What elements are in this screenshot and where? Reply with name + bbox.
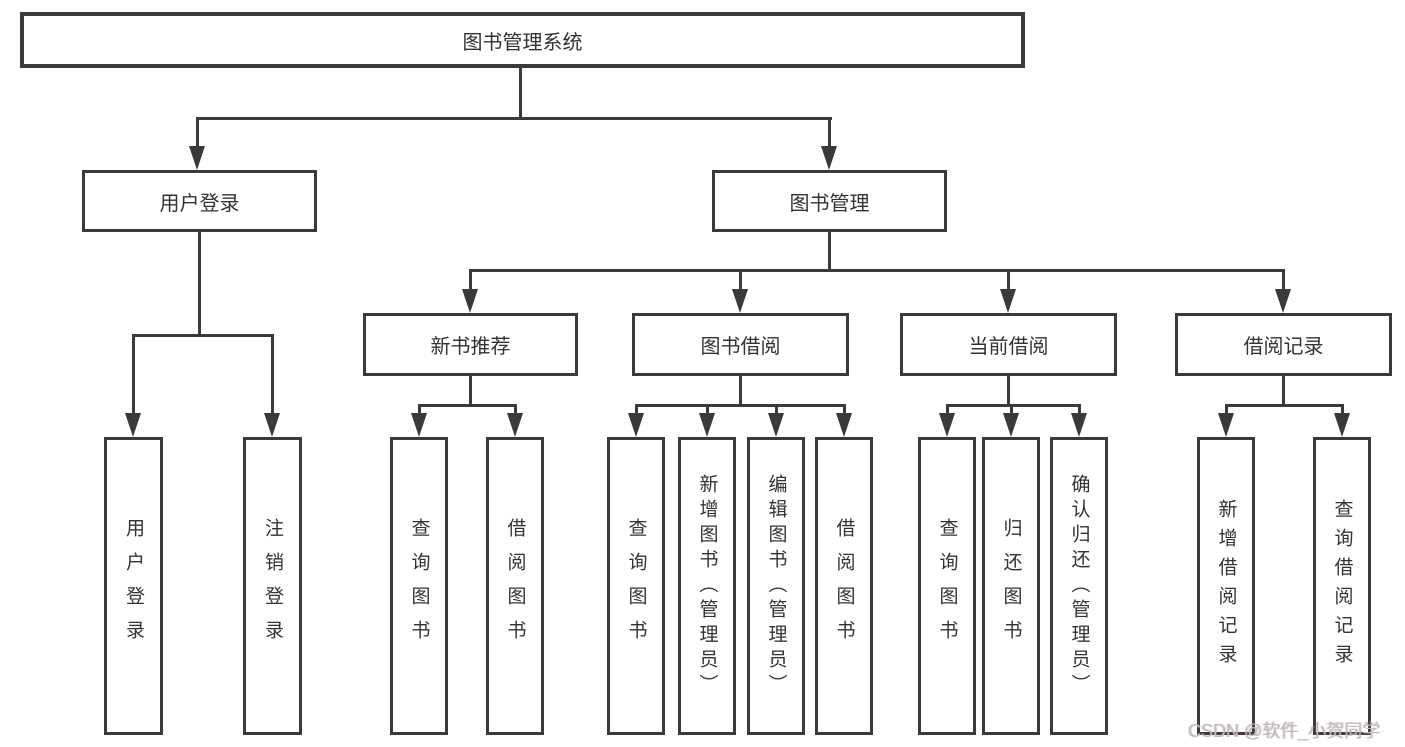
node-label: 借阅图书	[504, 518, 526, 654]
connector-line-horizontal	[1224, 403, 1344, 407]
arrowhead-down-icon	[628, 413, 644, 437]
node-label: 查询图书	[625, 518, 647, 654]
connector-line-vertical	[1077, 405, 1081, 419]
leaf-add-books-admin: 新增图书（管理员）	[678, 437, 736, 735]
connector-line-vertical	[945, 405, 949, 419]
csdn-watermark: CSDN @软件_小贺同学	[1188, 721, 1381, 741]
connector-line-horizontal	[195, 116, 832, 120]
arrowhead-down-icon	[264, 413, 280, 437]
connector-line-vertical	[195, 118, 199, 152]
connector-line-vertical	[270, 335, 274, 417]
node-label: 借阅记录	[1243, 336, 1324, 358]
connector-line-horizontal	[417, 403, 517, 407]
connector-line-vertical	[468, 376, 472, 405]
node-label: 新增图书（管理员）	[696, 473, 718, 699]
leaf-query-books-borrowing: 查询图书	[607, 437, 665, 735]
connector-line-vertical	[738, 376, 742, 405]
leaf-confirm-return-admin: 确认归还（管理员）	[1050, 437, 1108, 735]
leaf-user-login: 用户登录	[104, 437, 163, 735]
leaf-borrow-books-recommend: 借阅图书	[486, 437, 544, 735]
node-label: 查询图书	[936, 518, 958, 654]
connector-line-vertical	[417, 405, 421, 419]
node-label: 编辑图书（管理员）	[765, 473, 787, 699]
arrowhead-down-icon	[189, 146, 205, 170]
connector-line-vertical	[1224, 405, 1228, 419]
node-label: 当前借阅	[968, 336, 1049, 358]
leaf-query-books-recommend: 查询图书	[390, 437, 448, 735]
arrowhead-down-icon	[1334, 413, 1350, 437]
node-label: 借阅图书	[833, 518, 855, 654]
connector-line-vertical	[1281, 376, 1285, 405]
node-book-management: 图书管理	[712, 170, 947, 232]
connector-line-vertical	[738, 270, 742, 295]
connector-line-vertical	[513, 405, 517, 419]
arrowhead-down-icon	[507, 413, 523, 437]
connector-line-vertical	[827, 232, 831, 270]
arrowhead-down-icon	[1275, 289, 1291, 313]
arrowhead-down-icon	[939, 413, 955, 437]
node-borrow-records: 借阅记录	[1175, 313, 1392, 376]
connector-line-vertical	[634, 405, 638, 419]
connector-line-vertical	[1006, 270, 1010, 295]
connector-line-horizontal	[634, 403, 846, 407]
node-label: 图书借阅	[700, 336, 781, 358]
node-label: 新增借阅记录	[1215, 499, 1237, 673]
node-book-borrowing: 图书借阅	[632, 313, 849, 376]
connector-line-vertical	[842, 405, 846, 419]
connector-line-vertical	[705, 405, 709, 419]
arrowhead-down-icon	[1218, 413, 1234, 437]
leaf-borrow-books: 借阅图书	[815, 437, 873, 735]
leaf-query-books-current: 查询图书	[918, 437, 976, 735]
connector-line-vertical	[131, 335, 135, 417]
connector-line-vertical	[1009, 405, 1013, 419]
arrowhead-down-icon	[732, 289, 748, 313]
connector-line-vertical	[1340, 405, 1344, 419]
node-label: 查询借阅记录	[1331, 499, 1353, 673]
arrowhead-down-icon	[462, 289, 478, 313]
leaf-return-books: 归还图书	[982, 437, 1040, 735]
node-label: 图书管理	[789, 192, 870, 215]
arrowhead-down-icon	[836, 413, 852, 437]
node-system-root: 图书管理系统	[20, 12, 1025, 68]
node-label: 注销登录	[262, 518, 283, 654]
node-label: 确认归还（管理员）	[1068, 473, 1090, 699]
connector-line-horizontal	[468, 268, 1285, 272]
leaf-logout: 注销登录	[243, 437, 302, 735]
arrowhead-down-icon	[821, 146, 837, 170]
connector-line-vertical	[774, 405, 778, 419]
arrowhead-down-icon	[1000, 289, 1016, 313]
connector-line-vertical	[197, 232, 201, 335]
connector-line-vertical	[468, 270, 472, 295]
node-label: 归还图书	[1000, 518, 1022, 654]
arrowhead-down-icon	[1071, 413, 1087, 437]
leaf-edit-books-admin: 编辑图书（管理员）	[747, 437, 805, 735]
arrowhead-down-icon	[699, 413, 715, 437]
node-label: 图书管理系统	[462, 31, 583, 54]
connector-line-vertical	[827, 118, 831, 152]
connector-line-vertical	[518, 68, 522, 118]
connector-line-horizontal	[131, 333, 274, 337]
arrowhead-down-icon	[1003, 413, 1019, 437]
node-current-borrowing: 当前借阅	[900, 313, 1117, 376]
connector-line-vertical	[1006, 376, 1010, 405]
node-label: 查询图书	[408, 518, 430, 654]
arrowhead-down-icon	[768, 413, 784, 437]
leaf-query-borrow-record: 查询借阅记录	[1313, 437, 1371, 735]
node-label: 新书推荐	[430, 336, 511, 358]
node-new-book-recommend: 新书推荐	[363, 313, 578, 376]
connector-line-horizontal	[945, 403, 1081, 407]
connector-line-vertical	[1281, 270, 1285, 295]
node-label: 用户登录	[159, 192, 240, 215]
arrowhead-down-icon	[125, 413, 141, 437]
arrowhead-down-icon	[411, 413, 427, 437]
leaf-add-borrow-record: 新增借阅记录	[1197, 437, 1255, 735]
node-user-login: 用户登录	[82, 170, 317, 232]
node-label: 用户登录	[123, 518, 144, 654]
